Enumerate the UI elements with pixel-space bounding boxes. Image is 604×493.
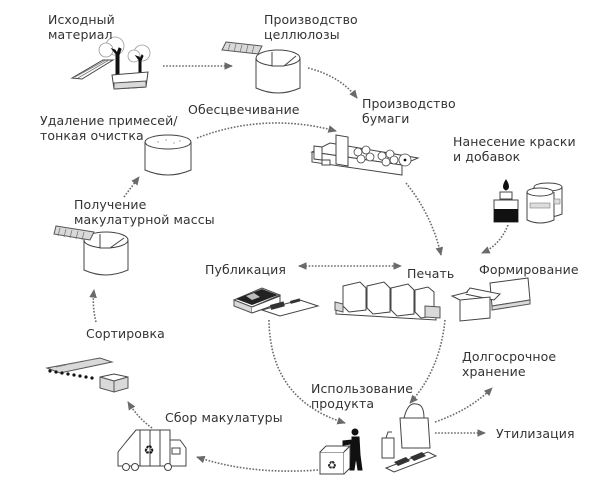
- pulp-tank-icon: [221, 41, 301, 94]
- magazines-icon: [232, 287, 320, 317]
- arrow-ink-to-forming: [481, 224, 509, 254]
- label-forming: Формирование: [479, 262, 579, 277]
- arrow-product-use-to-collection: [196, 455, 319, 472]
- recycling-truck-icon: ♻: [117, 429, 187, 471]
- bag-and-books-icon: [381, 403, 438, 473]
- trees-and-wood-icon: [70, 36, 151, 90]
- svg-text:♻: ♻: [327, 459, 337, 472]
- arrow-pulp-to-paper-production: [307, 67, 358, 99]
- label-ink-additives: Нанесение краски и добавок: [453, 134, 576, 164]
- person-throwing-icon: [342, 428, 363, 471]
- arrows: [89, 62, 509, 472]
- arrow-waste-pulp-to-cleaning: [123, 176, 140, 198]
- printing-press-icon: [334, 281, 441, 321]
- boxes-icon: [450, 277, 531, 322]
- svg-text:♻: ♻: [144, 443, 155, 457]
- label-product-use: Использование продукта: [311, 381, 414, 411]
- label-pulp-production: Производство целлюлозы: [264, 12, 358, 42]
- arrow-paper-production-to-printing: [405, 182, 444, 256]
- pulper-tank-icon: [53, 225, 129, 276]
- label-printing: Печать: [407, 266, 455, 281]
- arrow-collection-to-sorting: [127, 401, 153, 429]
- conveyor-and-bales-icon: [45, 357, 129, 393]
- paper-machine-icon: [310, 134, 420, 176]
- cleaning-tank-icon: [144, 134, 192, 176]
- label-waste-pulp: Получение макулатурной массы: [74, 197, 215, 227]
- label-disposal: Утилизация: [496, 426, 575, 441]
- label-long-term-storage: Долгосрочное хранение: [462, 349, 557, 379]
- arrow-cleaning-to-paper-production: [196, 122, 337, 139]
- label-waste-collection: Сбор макулатуры: [165, 410, 283, 425]
- label-sorting: Сортировка: [86, 326, 165, 341]
- label-publishing: Публикация: [205, 262, 286, 277]
- label-cleaning: Удаление примесей/ тонкая очистка: [40, 113, 178, 143]
- ink-and-barrels-icon: [493, 179, 563, 224]
- label-deinking: Обесцвечивание: [188, 102, 300, 117]
- label-paper-production: Производство бумаги: [362, 96, 456, 126]
- arrow-printing-to-product-use: [409, 319, 446, 404]
- recycle-bin-icon: ♻: [319, 444, 352, 475]
- arrow-product-use-to-storage: [434, 387, 493, 423]
- label-raw-material: Исходный материал: [48, 12, 115, 42]
- arrow-sorting-to-waste-pulp: [89, 289, 97, 323]
